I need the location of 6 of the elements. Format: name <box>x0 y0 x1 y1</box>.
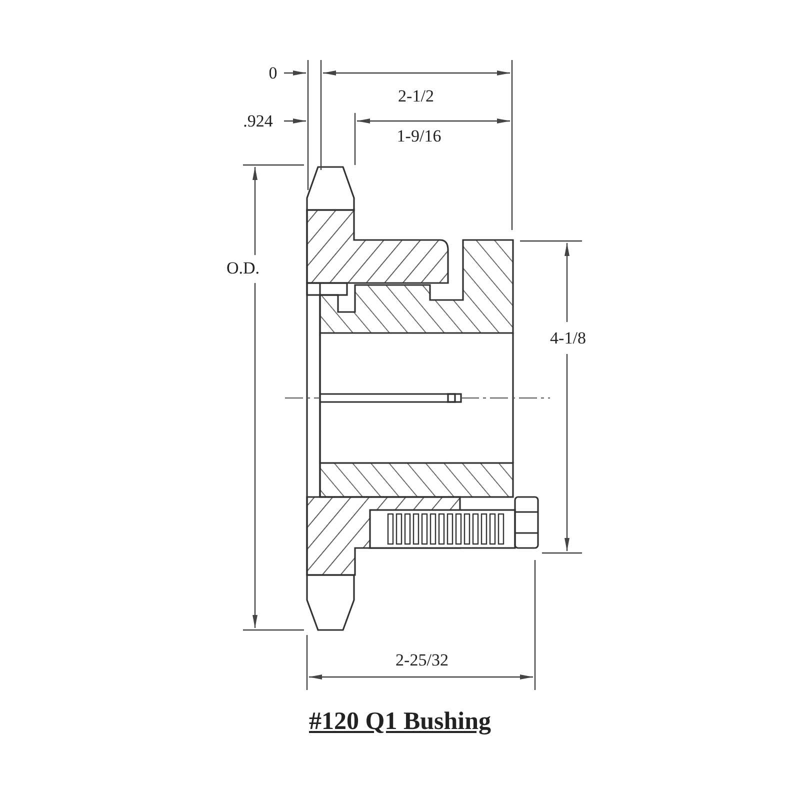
dimension-label: 2-1/2 <box>396 88 436 104</box>
dimension-label: 0 <box>266 64 280 82</box>
dimension-label: .924 <box>241 112 275 130</box>
dimension-label: 4-1/8 <box>548 330 588 346</box>
dimension-label: 2-25/32 <box>394 652 450 668</box>
drawing-title: #120 Q1 Bushing <box>309 708 491 736</box>
